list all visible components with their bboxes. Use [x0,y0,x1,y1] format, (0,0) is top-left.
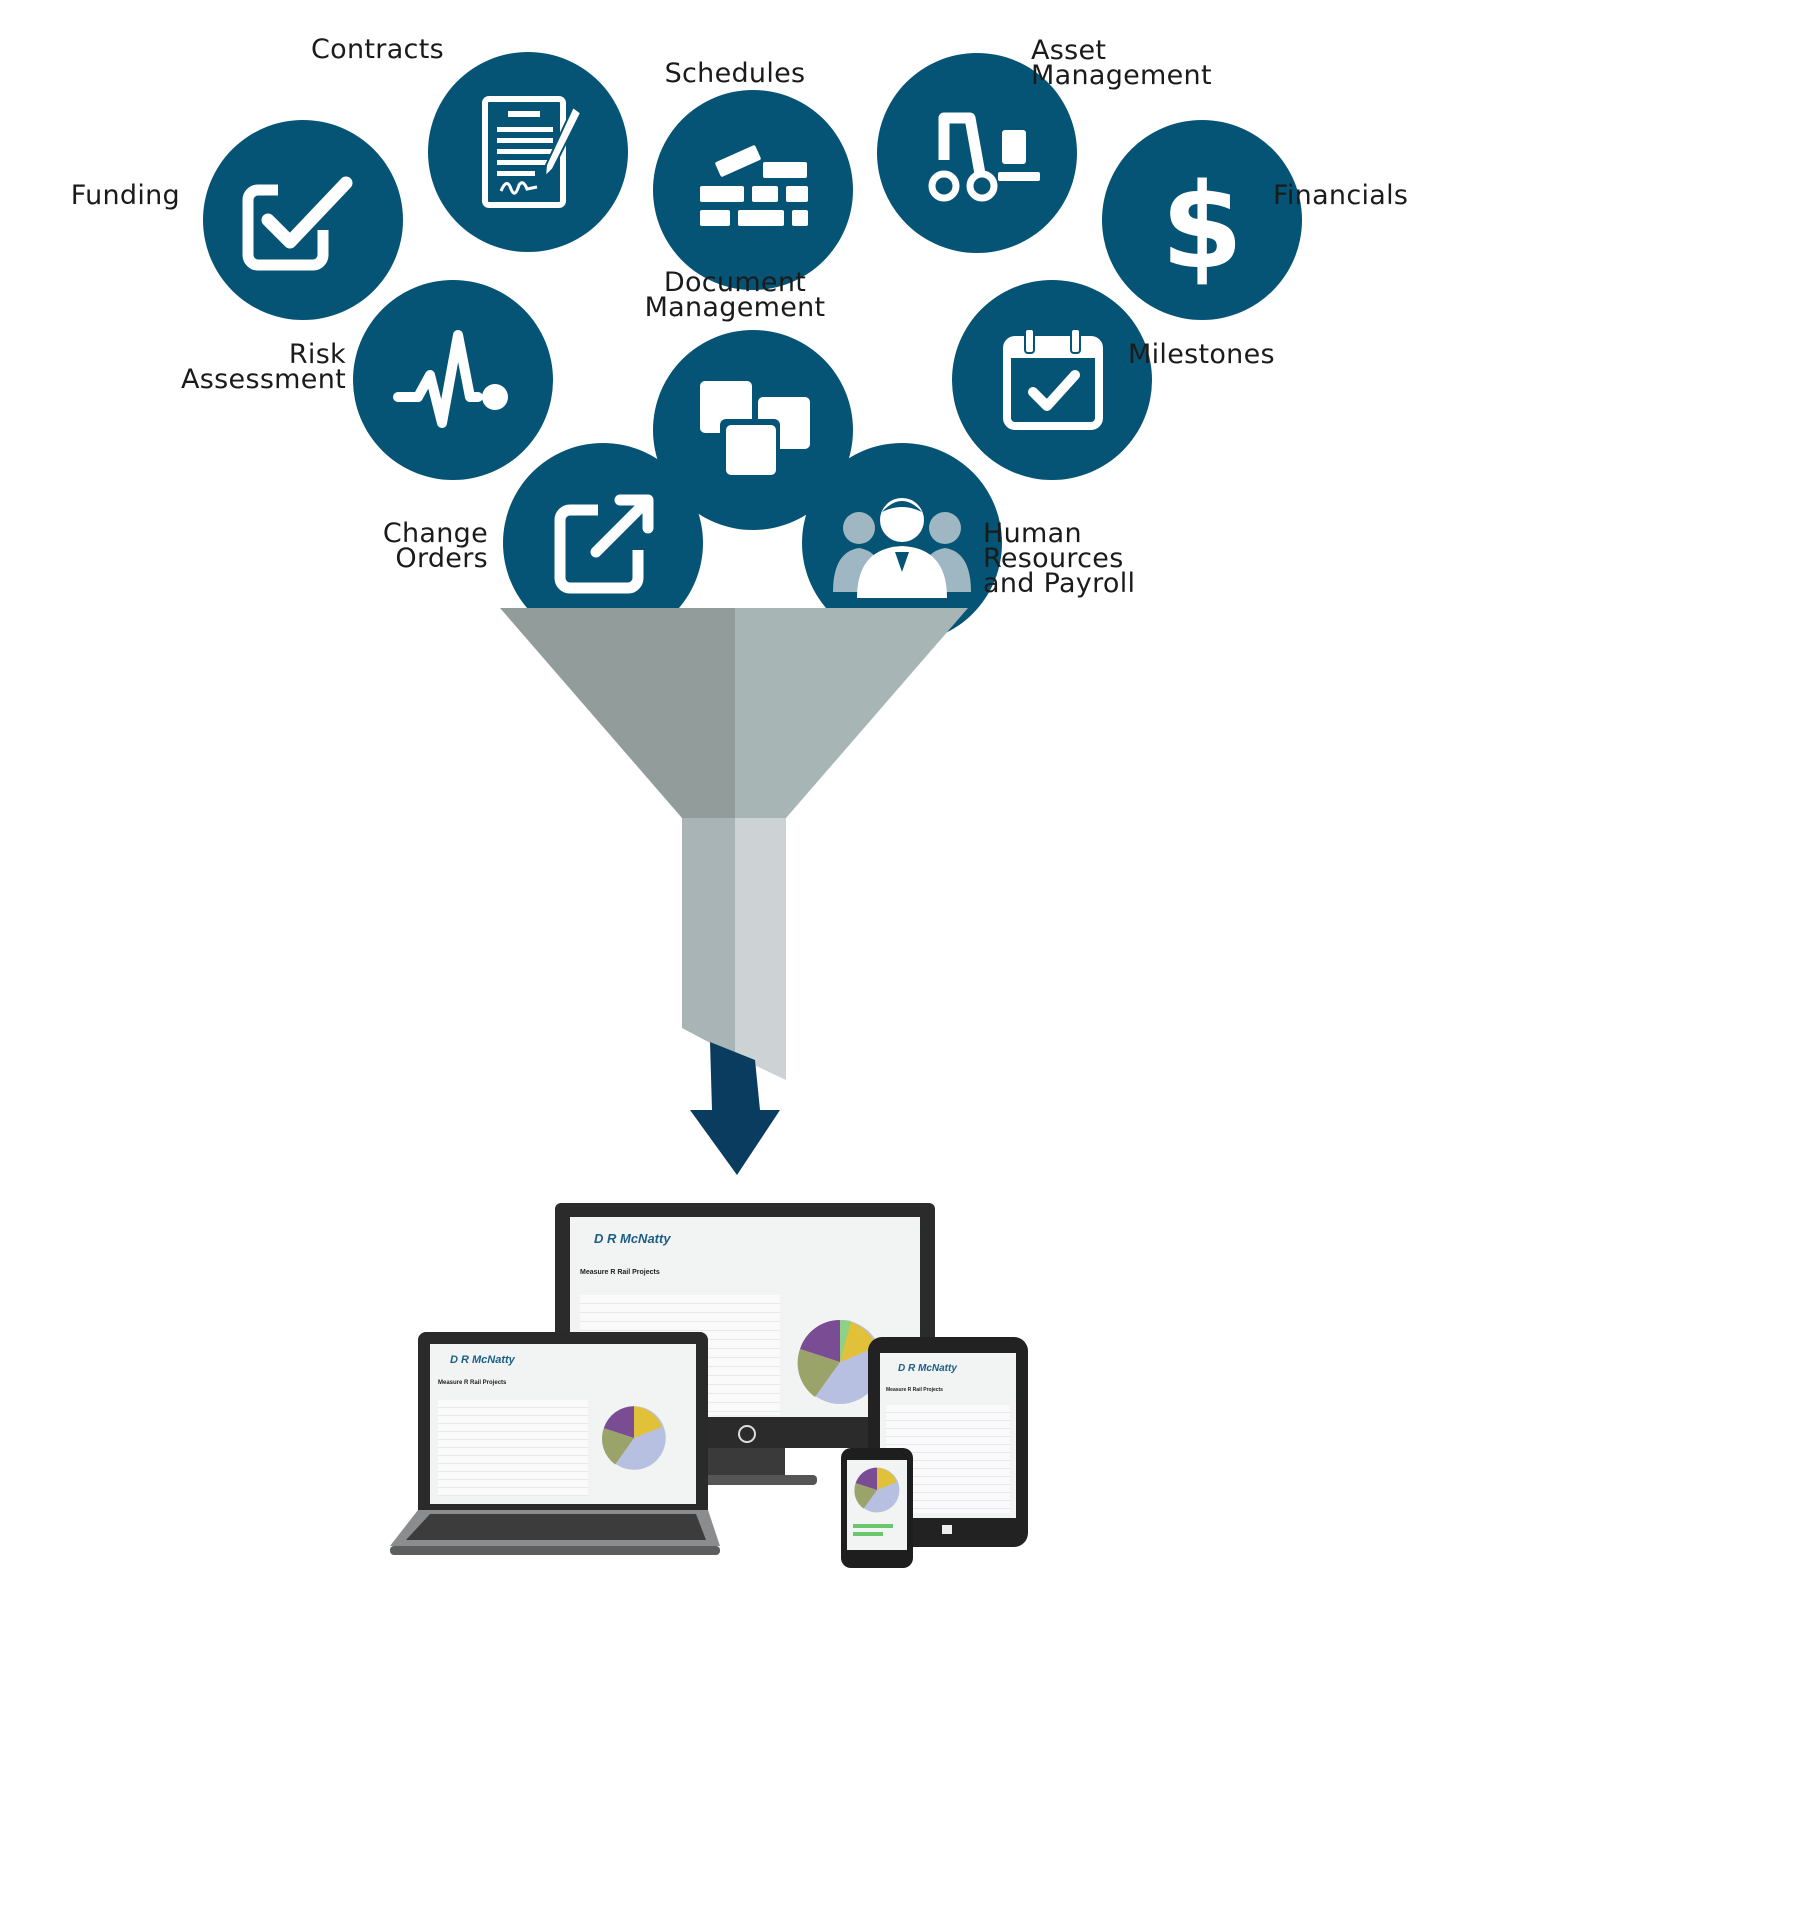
financials-label: Financials [1273,180,1409,211]
tablet-home-icon [942,1525,952,1534]
bricks-icon [700,145,808,226]
monitor-page-title: Measure R Rail Projects [580,1269,660,1276]
asset-management-label: Asset Management [1031,35,1212,91]
down-arrow [690,1042,780,1175]
monitor-brand-logo: D R McNatty [594,1231,671,1246]
signed-document-icon [482,96,583,208]
financials-node: $ [1102,120,1302,320]
laptop-brand-logo: D R McNatty [450,1354,515,1366]
calendar-check-icon [1003,328,1103,430]
spout-right-face [735,818,786,1080]
laptop-screen: D R McNatty Measure R Rail Projects [430,1344,696,1504]
checkbox-icon [242,176,353,271]
funnel-left-face [500,608,735,818]
stacked-pages-icon [700,381,810,479]
phone-screen [847,1460,907,1550]
pulse-icon [393,330,508,428]
asset-management-node [877,53,1077,253]
schedules-node [653,90,853,290]
contracts-label: Contracts [311,34,444,65]
funding-node [203,120,403,320]
dollar-icon: $ [1161,157,1243,295]
laptop: D R McNatty Measure R Rail Projects [390,1332,720,1557]
laptop-page-title: Measure R Rail Projects [438,1380,507,1386]
risk-assessment-label: Risk Assessment [181,339,346,395]
funnel-right-face [735,608,968,818]
hr-payroll-label: Human Resources and Payroll [983,518,1136,599]
contracts-node [428,52,628,252]
spout-left-face [682,818,735,1056]
change-orders-label: Change Orders [382,518,488,574]
tablet-page-title: Measure R Rail Projects [886,1387,943,1393]
document-management-label: Document Management [644,267,826,323]
people-icon [833,498,971,598]
smartphone [841,1448,913,1568]
funding-label: Funding [70,180,180,211]
svg-text:$: $ [1161,157,1243,295]
forklift-icon [928,112,1040,202]
schedules-label: Schedules [664,58,806,89]
desktop-monitor: D R McNatty Measure R Rail Projects [555,1203,935,1488]
risk-assessment-node [353,280,553,480]
milestones-node [952,280,1152,480]
milestones-label: Milestones [1128,339,1275,370]
tablet-brand-logo: D R McNatty [898,1363,957,1374]
external-link-icon [554,494,654,594]
